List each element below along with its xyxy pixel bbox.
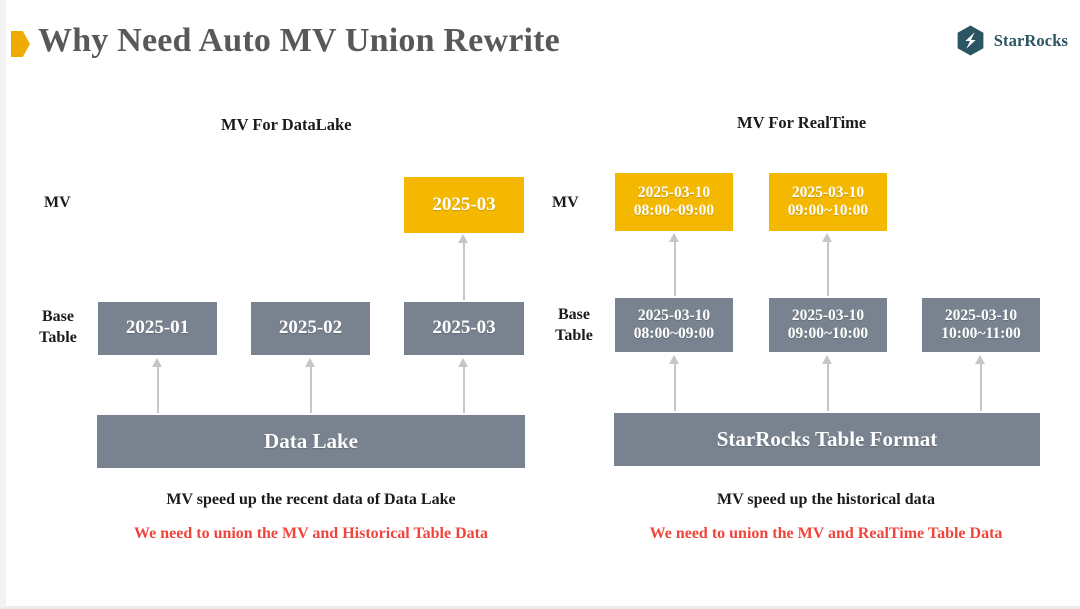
arrow-base-to-mv-right-2 bbox=[822, 233, 833, 296]
base-box-line1: 2025-02 bbox=[278, 317, 343, 339]
base-box-line2: 10:00~11:00 bbox=[941, 325, 1021, 342]
row-label-mv-left: MV bbox=[44, 194, 71, 211]
arrow-storage-to-base-right-1 bbox=[669, 355, 680, 411]
base-box-right-0800-0900: 2025-03-10 08:00~09:00 bbox=[615, 298, 733, 352]
arrow-storage-to-base-right-2 bbox=[822, 355, 833, 411]
storage-bar-starrocks-table-format: StarRocks Table Format bbox=[614, 413, 1040, 466]
mv-box-line1: 2025-03-10 bbox=[637, 184, 711, 202]
arrow-base-to-mv-right-1 bbox=[669, 233, 680, 296]
caption-emphasis-right: We need to union the MV and RealTime Tab… bbox=[649, 525, 1003, 542]
mv-box-right-0800-0900: 2025-03-10 08:00~09:00 bbox=[615, 173, 733, 231]
base-box-line2: 09:00~10:00 bbox=[787, 325, 869, 342]
arrow-storage-to-base-right-3 bbox=[975, 355, 986, 411]
section-heading-realtime: MV For RealTime bbox=[737, 113, 867, 132]
brand-logo: StarRocks bbox=[954, 24, 1068, 57]
storage-bar-label: Data Lake bbox=[264, 429, 358, 454]
arrow-base-to-mv-left-3 bbox=[458, 234, 469, 300]
pentagon-marker-icon bbox=[11, 31, 30, 57]
caption-note-left: MV speed up the recent data of Data Lake bbox=[166, 491, 456, 508]
arrow-storage-to-base-left-2 bbox=[305, 358, 316, 413]
base-box-right-0900-1000: 2025-03-10 09:00~10:00 bbox=[769, 298, 887, 352]
arrow-storage-to-base-left-1 bbox=[152, 358, 163, 413]
base-box-left-2025-02: 2025-02 bbox=[251, 302, 370, 355]
mv-box-left-2025-03: 2025-03 bbox=[404, 177, 524, 233]
storage-bar-label: StarRocks Table Format bbox=[716, 427, 938, 452]
base-box-right-1000-1100: 2025-03-10 10:00~11:00 bbox=[922, 298, 1040, 352]
arrow-storage-to-base-left-3 bbox=[458, 358, 469, 413]
mv-box-line2: 08:00~09:00 bbox=[633, 202, 715, 219]
row-label-base-right: Base Table bbox=[555, 306, 593, 344]
section-heading-datalake: MV For DataLake bbox=[221, 115, 352, 134]
starrocks-hexagon-bolt-icon bbox=[957, 25, 984, 56]
base-box-line1: 2025-03-10 bbox=[791, 307, 865, 325]
mv-box-right-0900-1000: 2025-03-10 09:00~10:00 bbox=[769, 173, 887, 231]
caption-emphasis-left: We need to union the MV and Historical T… bbox=[134, 525, 488, 542]
base-box-line1: 2025-03-10 bbox=[637, 307, 711, 325]
base-box-left-2025-01: 2025-01 bbox=[98, 302, 217, 355]
base-box-line1: 2025-03 bbox=[432, 317, 496, 339]
brand-name: StarRocks bbox=[993, 30, 1068, 50]
base-box-line1: 2025-03-10 bbox=[944, 307, 1018, 325]
base-box-line2: 08:00~09:00 bbox=[633, 325, 715, 342]
row-label-base-left: Base Table bbox=[39, 308, 77, 346]
base-box-left-2025-03: 2025-03 bbox=[404, 302, 524, 355]
mv-box-line1: 2025-03 bbox=[432, 193, 496, 215]
storage-bar-data-lake: Data Lake bbox=[97, 415, 525, 468]
mv-box-line2: 09:00~10:00 bbox=[787, 202, 869, 219]
base-box-line1: 2025-01 bbox=[125, 317, 190, 339]
mv-box-line1: 2025-03-10 bbox=[791, 184, 865, 202]
page-title: Why Need Auto MV Union Rewrite bbox=[38, 22, 560, 59]
row-label-mv-right: MV bbox=[552, 194, 579, 211]
caption-note-right: MV speed up the historical data bbox=[717, 491, 935, 508]
